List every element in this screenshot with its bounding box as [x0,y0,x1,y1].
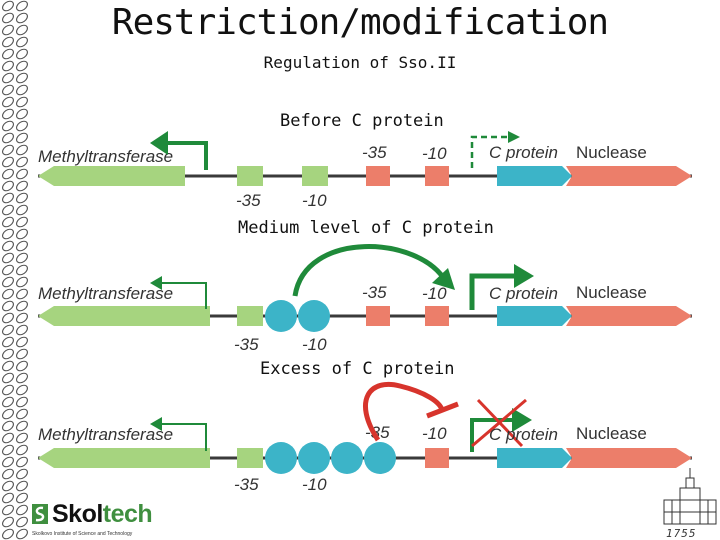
panel-2-right-minus10-label: -10 [422,284,447,303]
panel-1-nuclease-gene [566,166,692,186]
panel-3-nuclease-label: Nuclease [576,424,647,443]
panel-1-right-minus35-box [366,166,390,186]
panel-3-methyltransferase-label: Methyltransferase [38,425,173,444]
panel-3-right-minus10-label: -10 [422,424,447,443]
panel-2-left-minus35-box [237,306,263,326]
panel-1-left-minus35-label: -35 [236,191,261,210]
panel-3-c-protein-label: C protein [489,425,558,444]
panel-1-dashed-promoter-arrow [470,135,508,168]
panel-3-c-protein-4 [364,442,396,474]
skoltech-logo-mark-icon [32,504,48,524]
chain-border-decoration [2,0,28,540]
panel-2-left-minus35-label: -35 [234,335,259,354]
university-building-emblem [663,468,717,525]
panel-1-right-minus10-label: -10 [422,144,447,163]
panel-1-methyltransferase-gene [38,166,185,186]
panel-2-promoter-arrowhead-left [150,276,162,290]
panel-1-left-minus35-box [237,166,263,186]
panel-3-left-minus35-box [237,448,263,468]
panel-2-promoter-arrowhead-right [514,264,534,288]
panel-2-right-minus35-box [366,306,390,326]
panel-2-promoter-arrow-left [162,282,207,309]
panel-3-promoter-arrow-left [162,423,207,451]
panel-1-c-protein-gene [497,166,572,186]
panel-1-methyltransferase-label: Methyltransferase [38,147,173,166]
panel-3-right-minus10-box [425,448,449,468]
slide-subtitle: Regulation of Sso.II [263,53,457,72]
panel-3-promoter-arrowhead-right [512,408,532,432]
panel-2-c-protein-label: C protein [489,284,558,303]
panel-2-label: Medium level of C protein [238,218,494,238]
panel-2-methyltransferase-label: Methyltransferase [38,284,173,303]
panel-3-excess-c-protein: Methyltransferase -35 -10 -35 -10 C prot… [38,382,692,494]
panel-3-methyltransferase-gene [38,448,210,468]
panel-3-promoter-arrow-right [470,418,514,452]
panel-2-medium-c-protein: Methyltransferase -35 -10 -35 -10 C prot… [38,244,692,354]
logo-word-a: Skol [52,500,103,528]
slide-title: Restriction/modification [111,2,609,43]
panel-1-promoter-arrow-left [165,141,208,170]
panel-3-c-protein-3 [331,442,363,474]
panel-1-promoter-arrowhead-left [150,131,168,155]
panel-2-promoter-arrow-right [469,273,516,310]
panel-2-c-protein-dimer-2 [298,300,330,332]
panel-3-label: Excess of C protein [260,359,455,379]
panel-3-repression-bar [426,401,459,419]
panel-3-c-protein-gene [497,448,572,468]
panel-2-activation-arrowhead [432,268,455,290]
skoltech-logo-wordmark: Skoltech [52,500,153,529]
panel-1-dashed-promoter-arrowhead [508,131,520,143]
panel-3-nuclease-gene [566,448,692,468]
panel-3-block-x-line-2 [476,398,524,448]
panel-2-nuclease-gene [566,306,692,326]
panel-3-left-minus10-label: -10 [302,475,327,494]
panel-2-right-minus35-label: -35 [362,283,387,302]
skoltech-tagline: Skolkovo Institute of Science and Techno… [32,531,133,537]
panel-2-activation-curve [292,244,449,297]
panel-1-before-c-protein: Methyltransferase -35 -10 -35 -10 C prot… [38,131,692,210]
panel-2-c-protein-dimer-1 [265,300,297,332]
panel-1-left-minus10-box [302,166,328,186]
panel-3-repression-curve [363,382,445,442]
panel-1-nuclease-label: Nuclease [576,143,647,162]
panel-2-left-minus10-label: -10 [302,335,327,354]
panel-1-right-minus35-label: -35 [362,143,387,162]
panel-2-c-protein-gene [497,306,572,326]
panel-3-promoter-arrowhead-left [150,417,162,431]
panel-1-right-minus10-box [425,166,449,186]
panel-2-methyltransferase-gene [38,306,210,326]
logo-word-b: tech [102,500,153,528]
panel-2-right-minus10-box [425,306,449,326]
emblem-year: 1755 [666,527,697,540]
panel-1-left-minus10-label: -10 [302,191,327,210]
panel-2-nuclease-label: Nuclease [576,283,647,302]
panel-1-label: Before C protein [280,111,444,131]
panel-3-c-protein-2 [298,442,330,474]
panel-1-c-protein-label: C protein [489,143,558,162]
panel-3-left-minus35-label: -35 [234,475,259,494]
panel-3-c-protein-1 [265,442,297,474]
